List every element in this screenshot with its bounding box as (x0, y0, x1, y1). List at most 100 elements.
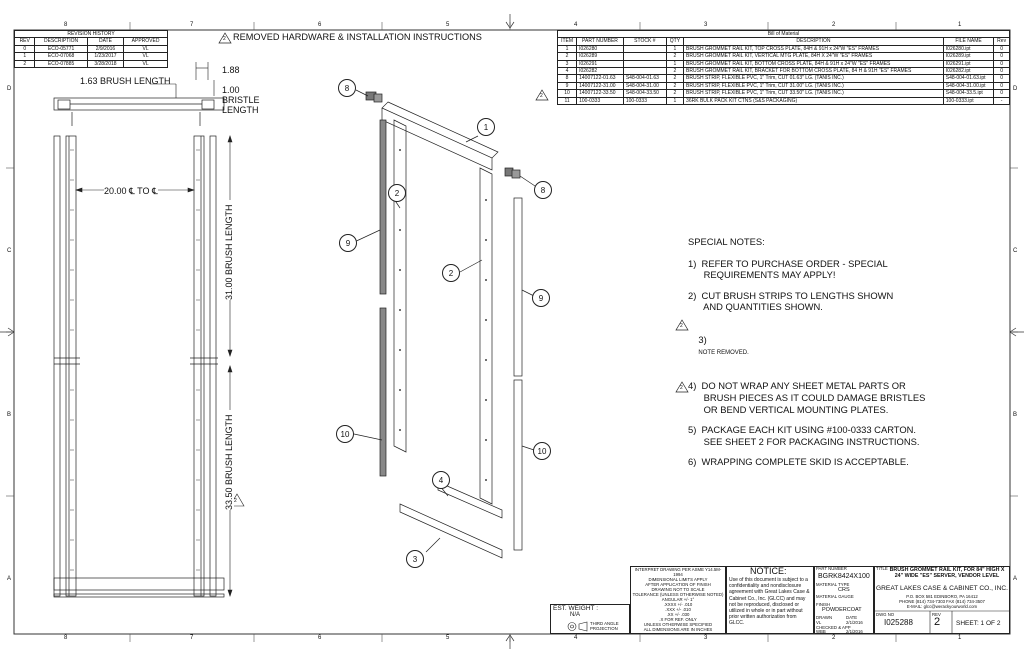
drawn-label: DRAWN (816, 615, 833, 620)
dim-centerline-width: 20.00 ℄ TO ℄ (104, 186, 158, 197)
table-cell: 2 (13, 59, 36, 69)
table-cell: ECO-05771 (34, 44, 88, 54)
table-cell: 1 (665, 44, 685, 54)
note-1: 1) REFER TO PURCHASE ORDER - SPECIAL REQ… (688, 257, 888, 281)
zone-col-1-bottom: 1 (958, 635, 962, 641)
dim-100: 1.00 (222, 85, 240, 95)
table-cell: 9 (556, 81, 578, 91)
title-box (874, 566, 1010, 634)
table-cell: BRUSH STRIP, FLEXIBLE PVC, 1" Trim, CUT … (683, 74, 944, 83)
zone-col-6: 6 (318, 22, 322, 28)
tolerance-line: UNLESS OTHERWISE SPECIFIED (643, 622, 713, 627)
zone-row-d: D (7, 86, 12, 92)
part-info-box (814, 566, 874, 634)
table-cell (622, 44, 667, 54)
table-cell: BRUSH GROMMET RAIL KIT, VERTICAL MTG PLA… (683, 52, 944, 61)
projection-label: THIRD ANGLE PROJECTION (590, 621, 619, 631)
table-cell: 36RK BULK PACK KIT CTNS (S&S PACKAGING) (683, 96, 944, 106)
zone-row-d-right: D (1013, 86, 1018, 92)
table-cell: 0 (993, 74, 1010, 83)
zone-col-1: 1 (958, 22, 962, 28)
rev-col-header: REV (13, 37, 36, 46)
table-cell: VL (123, 44, 168, 54)
rev-col-header: Rev (993, 37, 1010, 46)
table-cell: VL (123, 59, 168, 69)
note-2: 2) CUT BRUSH STRIPS TO LENGTHS SHOWN AND… (688, 289, 894, 313)
table-cell: 0 (993, 52, 1010, 61)
table-cell (622, 67, 667, 76)
item-balloon: 10 (336, 425, 354, 443)
zone-col-3-bottom: 3 (704, 635, 708, 641)
est-weight-label: EST. WEIGHT : (553, 605, 599, 612)
rev-label: REV (932, 612, 941, 617)
title-label: TITLE (876, 566, 888, 571)
revision-history-table: REVISION HISTORY REV DESCRIPTION DATE AP… (13, 29, 168, 69)
table-cell: 100-0333 (576, 96, 624, 106)
revision-flag-label: 2 (223, 36, 226, 42)
projection-symbol-icon (567, 621, 588, 632)
table-cell: 0 (993, 67, 1010, 76)
zone-row-a: A (7, 576, 12, 582)
bom-title: Bill of Material (557, 29, 1010, 39)
brush-layout-view (53, 62, 245, 598)
date-col-header: DATE (86, 37, 125, 46)
material-type-value: CRS (838, 587, 850, 593)
table-cell: 1 (665, 59, 685, 69)
zone-col-8-bottom: 8 (64, 635, 68, 641)
table-cell: 10 (556, 89, 578, 98)
table-cell: VL (123, 52, 168, 61)
table-cell: S48-004-01.63 (622, 74, 667, 83)
zone-col-2-bottom: 2 (832, 635, 836, 641)
left-view-flag-label: 2 (234, 498, 237, 504)
item-col-header: ITEM (556, 37, 578, 46)
zone-col-7-bottom: 7 (190, 635, 194, 641)
finish-value: POWDERCOAT (822, 607, 862, 613)
table-cell: I026291 (576, 59, 624, 69)
checked-date: 2/1/2016 (846, 629, 863, 634)
table-cell: 2 (665, 81, 685, 91)
company-address: P.O. BOX 581 EDINBORO, PA 16412 (906, 594, 978, 599)
dim-31-brush-length: 31.00 BRUSH LENGTH (224, 200, 234, 300)
note-3: 3) NOTE REMOVED. (688, 322, 925, 371)
note-3-number: 3) (698, 333, 707, 345)
zone-row-c: C (7, 248, 12, 254)
zone-row-b-right: B (1013, 412, 1018, 418)
checked-value: WBB (816, 629, 826, 634)
zone-col-8: 8 (64, 22, 68, 28)
tolerance-line: .XX +/- .030 (666, 612, 690, 617)
zone-col-5-bottom: 5 (446, 635, 450, 641)
sheet-text: SHEET: 1 OF 2 (956, 620, 1001, 627)
item-balloon: 3 (406, 550, 424, 568)
zone-row-a-right: A (1013, 576, 1018, 582)
dim-bristle: BRISTLE (222, 95, 260, 105)
item-balloon: 4 (432, 471, 450, 489)
note-5-flag-icon (675, 381, 689, 393)
table-cell: 0 (993, 89, 1010, 98)
table-cell: 2 (665, 52, 685, 61)
drawing-title: BRUSH GROMMET RAIL KIT, FOR 84" HIGH X 2… (889, 567, 1005, 580)
table-cell: 14007122-31.00 (576, 81, 624, 91)
drawn-value: VL (816, 620, 822, 625)
tolerance-line: ALL DIMENSIONS ARE IN INCHES (643, 627, 713, 632)
rev-value: 2 (934, 616, 941, 628)
table-cell: 14007122-01.63 (576, 74, 624, 83)
zone-col-4: 4 (574, 22, 578, 28)
table-cell: 2 (665, 67, 685, 76)
table-cell: - (993, 96, 1010, 106)
company-email: E-MAIL: glcc@werackyourworld.com (906, 604, 978, 609)
table-cell: 11 (556, 96, 578, 106)
zone-row-c-right: C (1013, 248, 1018, 254)
note-3-flag-label: 2 (680, 323, 683, 329)
table-cell: 0 (993, 59, 1010, 69)
table-cell: 1 (556, 44, 578, 54)
dim-188: 1.88 (222, 65, 240, 75)
dim-length: LENGTH (222, 105, 259, 115)
note-5-flag-label: 2 (680, 385, 683, 391)
title-block-dividers (874, 610, 1010, 634)
tolerance-line: ANGULAR +/- 1° (661, 597, 695, 602)
item-balloon: 10 (533, 442, 551, 460)
item-balloon: 9 (339, 234, 357, 252)
removed-hardware-note: REMOVED HARDWARE & INSTALLATION INSTRUCT… (233, 32, 482, 42)
